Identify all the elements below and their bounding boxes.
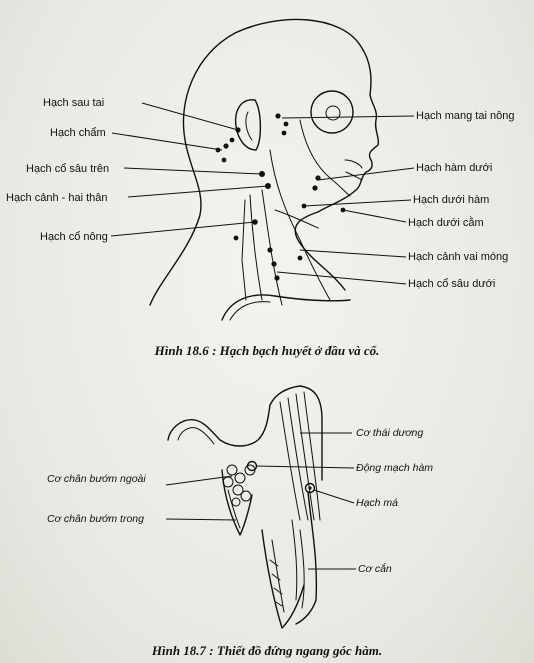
label-co-chan-buom-trong: Cơ chân bướm trong xyxy=(47,513,144,525)
label-hach-sau-tai: Hạch sau tai xyxy=(43,97,104,109)
maxillary-artery xyxy=(246,460,258,472)
label-hach-duoi-ham: Hạch dưới hàm xyxy=(413,194,489,206)
neck-muscle xyxy=(249,189,283,306)
lateral-pterygoid xyxy=(222,464,256,507)
label-hach-canh-vai-mong: Hạch cảnh vai móng xyxy=(408,251,508,263)
leader-hach-co-nong xyxy=(110,221,256,237)
label-hach-ham-duoi: Hạch hàm dưới xyxy=(416,162,492,174)
head-outline xyxy=(149,18,372,306)
clavicle xyxy=(221,294,351,321)
skull-base xyxy=(167,404,271,447)
leader-hach-mang-tai-nong xyxy=(281,115,415,119)
caption-figure-18-7: Hình 18.7 : Thiết đồ đứng ngang góc hàm. xyxy=(0,643,534,659)
leader-hach-co-sau-tren xyxy=(123,167,263,175)
leader-hach-canh-hai-than xyxy=(127,185,269,198)
node xyxy=(315,175,321,181)
leader-hach-duoi-ham xyxy=(303,199,412,207)
node xyxy=(223,143,229,149)
label-hach-co-sau-duoi: Hạch cổ sâu dưới xyxy=(408,278,495,290)
caption-text: : Thiết đồ đứng ngang góc hàm. xyxy=(209,643,383,658)
label-co-chan-buom-ngoai: Cơ chân bướm ngoài xyxy=(47,473,146,485)
eye xyxy=(325,105,341,121)
label-hach-ma: Hạch má xyxy=(356,497,398,509)
node xyxy=(312,185,318,191)
leader-hach-sau-tai xyxy=(141,102,239,131)
node xyxy=(274,275,280,281)
leader-hach-co-sau-duoi xyxy=(276,271,407,285)
label-hach-mang-tai-nong: Hạch mang tai nông xyxy=(416,110,514,122)
jaw-section-figure: Cơ thái dương Động mạch hàm Cơ chân bướm… xyxy=(47,385,433,629)
masseter xyxy=(295,491,318,625)
node xyxy=(233,235,239,241)
leader-dong-mach-ham xyxy=(255,465,355,469)
jaw-line xyxy=(299,119,351,197)
medial-pterygoid xyxy=(221,469,253,536)
label-hach-cham: Hạch chẩm xyxy=(50,127,106,139)
label-hach-canh-hai-than: Hạch cảnh - hai thân xyxy=(6,192,108,204)
leader-co-chan-buom-ngoai xyxy=(165,475,233,486)
node xyxy=(275,113,281,119)
buccal-node xyxy=(304,482,316,494)
node xyxy=(283,121,289,127)
node xyxy=(281,130,287,136)
node xyxy=(221,157,227,163)
label-hach-co-sau-tren: Hạch cổ sâu trên xyxy=(26,163,109,175)
label-co-thai-duong: Cơ thái dương xyxy=(356,427,423,439)
leader-hach-canh-vai-mong xyxy=(299,249,407,258)
leader-co-chan-buom-trong xyxy=(165,518,237,521)
label-hach-co-nong: Hạch cổ nông xyxy=(40,231,108,243)
caption-figure-18-6: Hình 18.6 : Hạch bạch huyết ở đầu và cổ. xyxy=(0,343,534,359)
node xyxy=(271,261,277,267)
leader-hach-cham xyxy=(111,132,223,151)
caption-text: : Hạch bạch huyết ở đầu và cổ. xyxy=(212,343,380,358)
temporalis xyxy=(269,385,323,481)
eye-socket xyxy=(310,90,354,134)
node xyxy=(297,255,303,261)
node xyxy=(229,137,235,143)
lymph-nodes xyxy=(215,113,346,281)
leader-hach-duoi-cam xyxy=(342,209,407,223)
caption-number: Hình 18.6 xyxy=(154,343,209,358)
face-profile xyxy=(294,94,380,291)
leader-hach-ma xyxy=(313,489,355,504)
node xyxy=(267,247,273,253)
ear xyxy=(234,99,262,151)
mouth-lines xyxy=(344,159,363,181)
label-co-can: Cơ cắn xyxy=(358,562,392,575)
label-hach-duoi-cam: Hạch dưới cằm xyxy=(408,216,484,229)
leader-hach-ham-duoi xyxy=(317,167,415,181)
head-neck-figure: Hạch sau tai Hạch chẩm Hạch cổ sâu trên … xyxy=(6,18,514,321)
label-dong-mach-ham: Động mạch hàm xyxy=(356,462,433,474)
mandible xyxy=(261,529,305,629)
caption-number: Hình 18.7 xyxy=(151,643,207,658)
